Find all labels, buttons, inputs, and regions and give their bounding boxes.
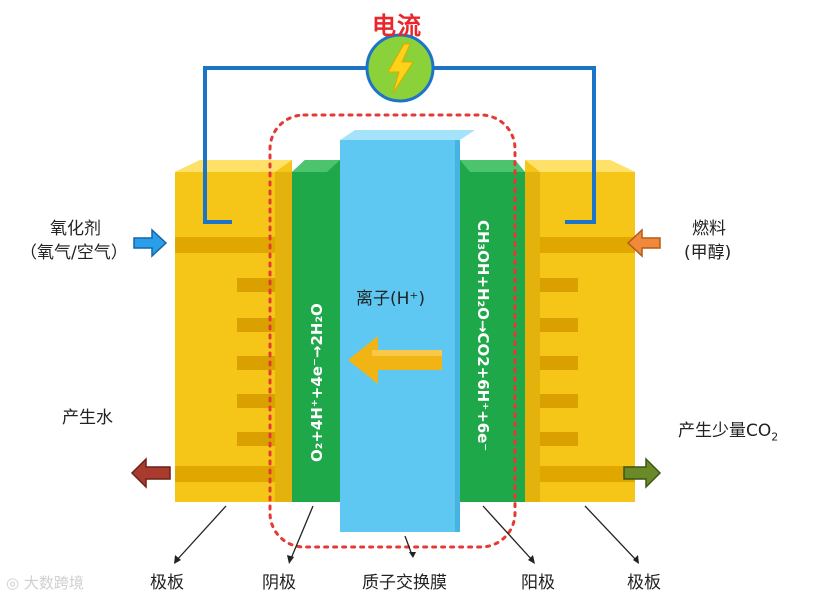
fuel-inlet-arrow-icon: [626, 228, 661, 258]
left-plate-label: 极板: [150, 573, 184, 593]
external-circuit-wire: [203, 66, 596, 224]
part-leader-lines: [175, 505, 638, 562]
water-output-label: 产生水: [62, 408, 113, 428]
co2-outlet-arrow-icon: [623, 457, 662, 489]
co2-output-label: 产生少量CO2: [678, 416, 778, 443]
lightning-bolt-icon: [365, 33, 435, 103]
anode-label: 阳极: [521, 573, 555, 593]
membrane-label: 质子交换膜: [362, 573, 447, 593]
membrane-assembly-outline: [268, 113, 517, 549]
cathode-reaction: O₂+4H⁺+4e⁻→2H₂O: [308, 303, 326, 462]
watermark: ◎ 大数跨境: [6, 572, 84, 593]
right-plate-label: 极板: [627, 573, 661, 593]
co2-subscript: 2: [771, 430, 779, 444]
leader-arrowheads: [174, 552, 639, 564]
proton-exchange-membrane: [340, 130, 475, 532]
oxidant-label: 氧化剂: [50, 219, 101, 239]
co2-output-text: 产生少量CO: [678, 421, 772, 441]
water-outlet-arrow-icon: [130, 457, 171, 489]
anode-electrode: [460, 160, 525, 502]
oxidant-inlet-arrow-icon: [133, 228, 168, 258]
left-plate: [175, 160, 292, 502]
oxidant-detail-label: （氧气/空气）: [20, 243, 128, 263]
ion-arrow-icon: [348, 336, 442, 384]
fuel-detail-label: (甲醇): [684, 243, 732, 263]
right-plate: [525, 160, 635, 502]
ion-label: 离子(H⁺): [356, 289, 426, 309]
current-title: 电流: [372, 12, 422, 40]
cathode-label: 阴极: [262, 573, 296, 593]
watermark-text: 大数跨境: [23, 574, 84, 592]
fuel-label: 燃料: [692, 219, 726, 239]
cathode-electrode: [292, 160, 340, 502]
watermark-logo-icon: ◎: [6, 574, 20, 592]
anode-reaction: CH₃OH+H₂O→CO2+6H⁺+6e⁻: [474, 220, 492, 451]
